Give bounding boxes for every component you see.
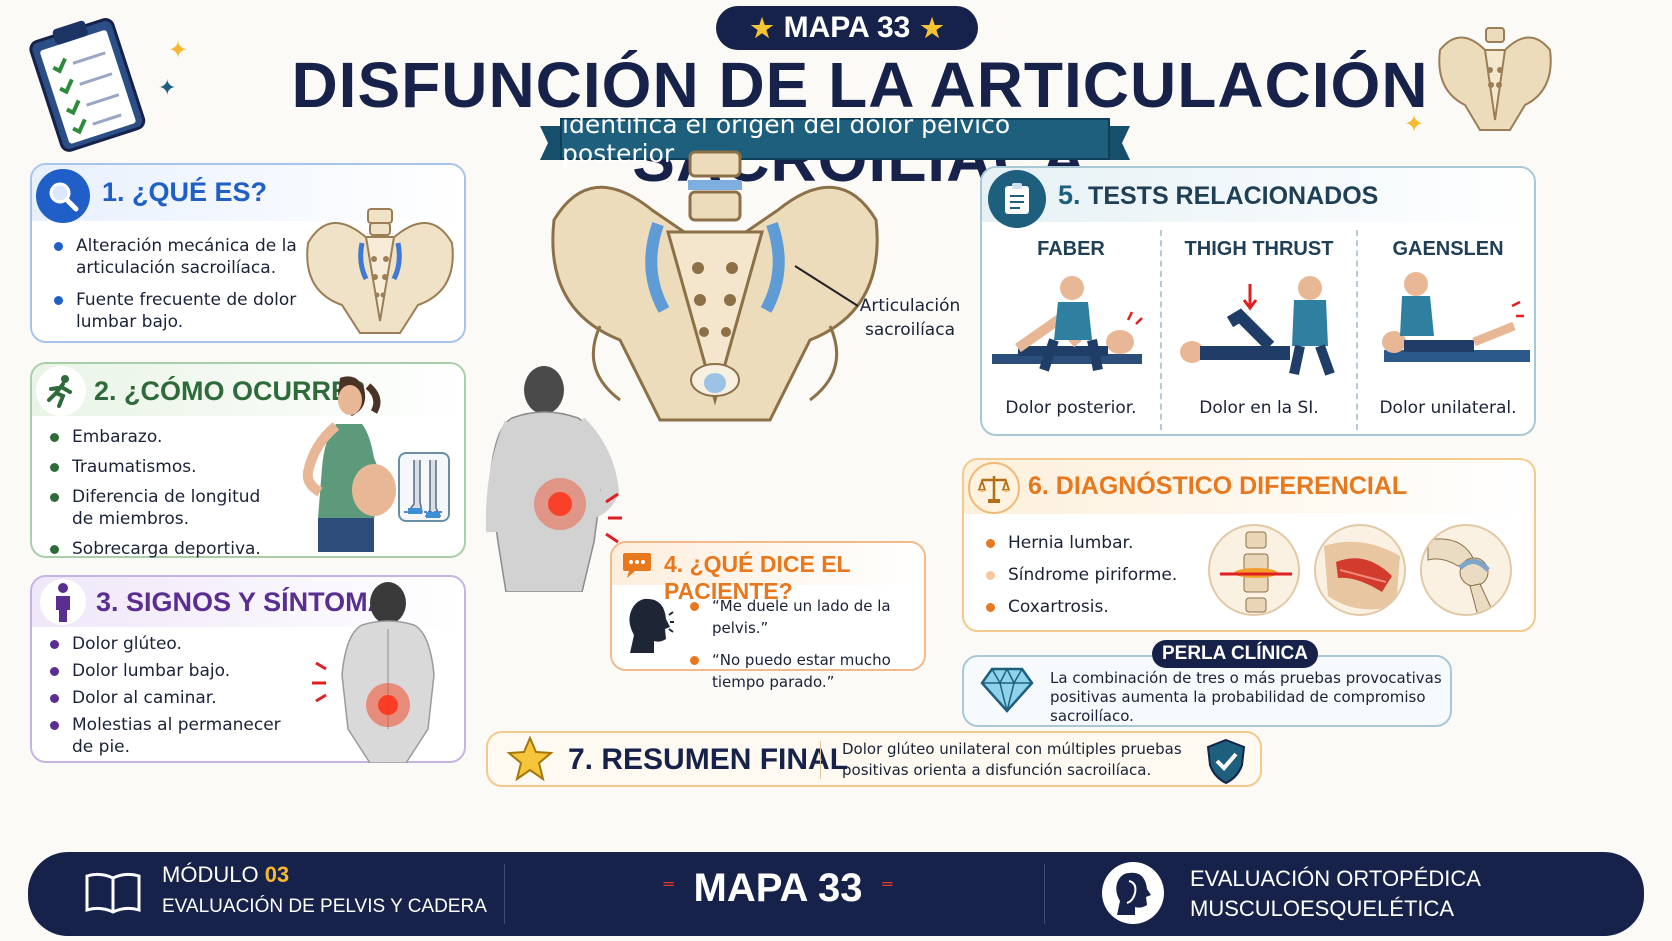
test-name: GAENSLEN [1392, 238, 1504, 260]
star-icon: ★ [920, 12, 944, 43]
list-item: Coxartrosis. [982, 596, 1202, 618]
piriformis-image [1314, 524, 1406, 616]
gaenslen-test-illustration [1364, 270, 1532, 386]
pearl-label: PERLA CLÍNICA [1152, 640, 1318, 668]
test-result: Dolor posterior. [1005, 398, 1137, 418]
summary-text: Dolor glúteo unilateral con múltiples pr… [842, 740, 1182, 779]
pelvis-icon [1430, 20, 1560, 140]
sparkle-icon: ✦ [158, 76, 177, 101]
leg-length-icon [398, 452, 450, 522]
test-result: Dolor en la SI. [1199, 398, 1319, 418]
footer-map-label: MAPA 33 [693, 866, 863, 910]
section-differential-diagnosis: 6. DIAGNÓSTICO DIFERENCIAL Hernia lumbar… [962, 458, 1536, 632]
section-title: 2. ¿CÓMO OCURRE? [94, 376, 366, 406]
clipboard-icon [22, 14, 152, 154]
map-badge-label: MAPA 33 [783, 11, 911, 44]
anatomy-head-icon [1102, 862, 1164, 924]
star-icon: ★ [750, 12, 774, 43]
speaking-head-icon [624, 595, 674, 655]
pelvis-main-illustration [540, 150, 890, 440]
diamond-icon [980, 665, 1034, 719]
section-patient-says: 4. ¿QUÉ DICE EL PACIENTE? “Me duele un l… [610, 541, 926, 691]
module-number: 03 [264, 862, 290, 887]
footer-right-line1: EVALUACIÓN ORTOPÉDICA [1190, 866, 1481, 891]
section-how-it-happens: 2. ¿CÓMO OCURRE? Embarazo. Traumatismos.… [30, 362, 466, 560]
section-title: 6. DIAGNÓSTICO DIFERENCIAL [1028, 472, 1408, 500]
pearl-text: La combinación de tres o más pruebas pro… [1050, 669, 1442, 725]
list-item: Sobrecarga deportiva. [46, 538, 276, 560]
shield-check-icon [1202, 737, 1250, 789]
list-item: Fuente frecuente de dolor lumbar bajo. [50, 289, 300, 333]
section-title: 7. RESUMEN FINAL [568, 743, 849, 776]
section-signs-symptoms: 3. SIGNOS Y SÍNTOMAS Dolor glúteo. Dolor… [30, 575, 466, 764]
list-item: Síndrome piriforme. [982, 564, 1202, 586]
list-item: Hernia lumbar. [982, 532, 1202, 554]
list-item: Dolor lumbar bajo. [46, 660, 296, 682]
test-name: FABER [1037, 238, 1105, 260]
pregnant-woman-illustration [278, 368, 398, 556]
joint-label: Articulación sacroilíaca [859, 296, 961, 340]
section-related-tests: 5. TESTS RELACIONADOS FABER Dolor poster… [980, 166, 1536, 436]
back-pain-man-illustration [482, 362, 632, 593]
footer-map: ⁼ MAPA 33 ⁼ [648, 866, 908, 911]
subtitle-ribbon: identifica el origen del dolor pélvico p… [540, 110, 1130, 168]
pelvis-illustration [300, 203, 460, 339]
list-item: Alteración mecánica de la articulación s… [50, 235, 300, 279]
section-number: 5. [1058, 180, 1081, 210]
section-title: 5. TESTS RELACIONADOS [1058, 180, 1378, 211]
sparkle-icon: ⁼ [880, 873, 895, 904]
module-name: EVALUACIÓN DE PELVIS Y CADERA [162, 896, 487, 917]
hip-arthrosis-image [1420, 524, 1512, 616]
map-badge: ★ MAPA 33 ★ [716, 6, 978, 50]
pearl-label-text: PERLA CLÍNICA [1161, 643, 1309, 664]
section-title: 4. ¿QUÉ DICE EL PACIENTE? [664, 551, 851, 604]
book-icon [84, 870, 142, 918]
section-what-is: 1. ¿QUÉ ES? Alteración mecánica de la ar… [30, 163, 466, 343]
person-icon [40, 579, 86, 625]
footer-right-line2: MUSCULOESQUELÉTICA [1190, 896, 1455, 921]
section-title-text: TESTS RELACIONADOS [1088, 182, 1379, 210]
test-faber: FABER Dolor posterior. [982, 230, 1162, 430]
footer-bar: MÓDULO 03 EVALUACIÓN DE PELVIS Y CADERA … [28, 852, 1644, 936]
magnifier-icon [36, 169, 90, 223]
section-final-summary: 7. RESUMEN FINAL Dolor glúteo unilateral… [486, 731, 1262, 787]
lumbar-hernia-image [1208, 524, 1300, 616]
list-item: Diferencia de longitud de miembros. [46, 486, 276, 530]
list-item: Dolor glúteo. [46, 633, 296, 655]
star-icon [506, 735, 554, 787]
section-title: 3. SIGNOS Y SÍNTOMAS [96, 587, 406, 617]
subtitle: identifica el origen del dolor pélvico p… [560, 110, 1110, 168]
list-item: Embarazo. [46, 426, 276, 448]
list-item: Dolor al caminar. [46, 687, 296, 709]
list-item: “Me duele un lado de la pelvis.” [686, 595, 920, 639]
test-thigh-thrust: THIGH THRUST Dolor en la SI. [1162, 230, 1358, 430]
sparkle-icon: ⁼ [661, 873, 676, 904]
faber-test-illustration [988, 270, 1156, 386]
running-person-icon [36, 366, 86, 416]
test-name: THIGH THRUST [1184, 238, 1334, 260]
test-gaenslen: GAENSLEN Dolor unilateral. [1358, 230, 1538, 430]
list-item: Traumatismos. [46, 456, 276, 478]
lower-back-pain-illustration [302, 579, 462, 764]
sparkle-icon: ✦ [168, 36, 189, 64]
sparkle-icon: ✦ [1404, 110, 1425, 138]
list-item: Molestias al permanecer de pie. [46, 714, 296, 758]
test-result: Dolor unilateral. [1379, 398, 1517, 418]
speech-bubble-icon [620, 549, 654, 583]
clipboard-icon [988, 170, 1046, 228]
list-item: “No puedo estar mucho tiempo parado.” [686, 649, 920, 693]
module-label: MÓDULO [162, 862, 259, 887]
scale-icon [968, 462, 1020, 514]
thigh-thrust-illustration [1170, 270, 1350, 386]
section-title: 1. ¿QUÉ ES? [102, 177, 268, 207]
